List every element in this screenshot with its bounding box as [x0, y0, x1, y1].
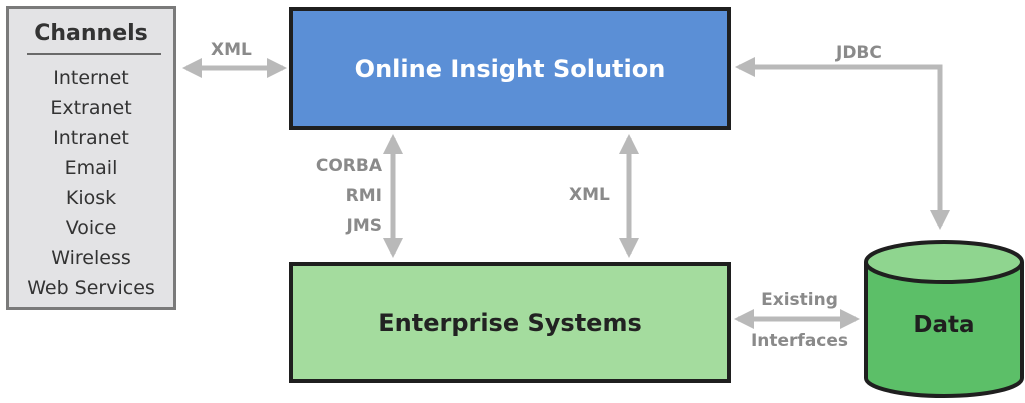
- channel-item: Email: [64, 157, 118, 179]
- channel-item: Kiosk: [65, 187, 117, 209]
- channel-item: Extranet: [50, 97, 132, 119]
- rmi-label: RMI: [345, 186, 382, 206]
- channel-item: Intranet: [53, 127, 129, 149]
- channels-title: Channels: [34, 21, 148, 46]
- xml-channels-label: XML: [211, 40, 252, 60]
- jms-label: JMS: [346, 216, 383, 236]
- enterprise-systems-box: Enterprise Systems: [289, 262, 731, 383]
- corba-label: CORBA: [315, 156, 382, 176]
- enterprise-systems-label: Enterprise Systems: [378, 308, 642, 337]
- jdbc-label: JDBC: [836, 43, 882, 63]
- online-insight-solution-box: Online Insight Solution: [289, 7, 731, 130]
- online-insight-solution-label: Online Insight Solution: [354, 54, 666, 83]
- data-label: Data: [913, 312, 975, 338]
- channels-divider: [27, 53, 161, 55]
- interfaces-label: Interfaces: [750, 331, 849, 351]
- xml-enterprise-label: XML: [569, 185, 610, 205]
- data-cylinder: [864, 240, 1024, 398]
- channel-item: Wireless: [51, 247, 131, 269]
- existing-label: Existing: [761, 290, 838, 310]
- channel-item: Web Services: [27, 277, 155, 299]
- channels-panel: Channels Internet Extranet Intranet Emai…: [6, 6, 176, 310]
- jdbc-arrow: [735, 57, 950, 230]
- channel-item: Voice: [65, 217, 117, 239]
- channel-item: Internet: [53, 67, 129, 89]
- channels-list: Internet Extranet Intranet Email Kiosk V…: [9, 63, 173, 303]
